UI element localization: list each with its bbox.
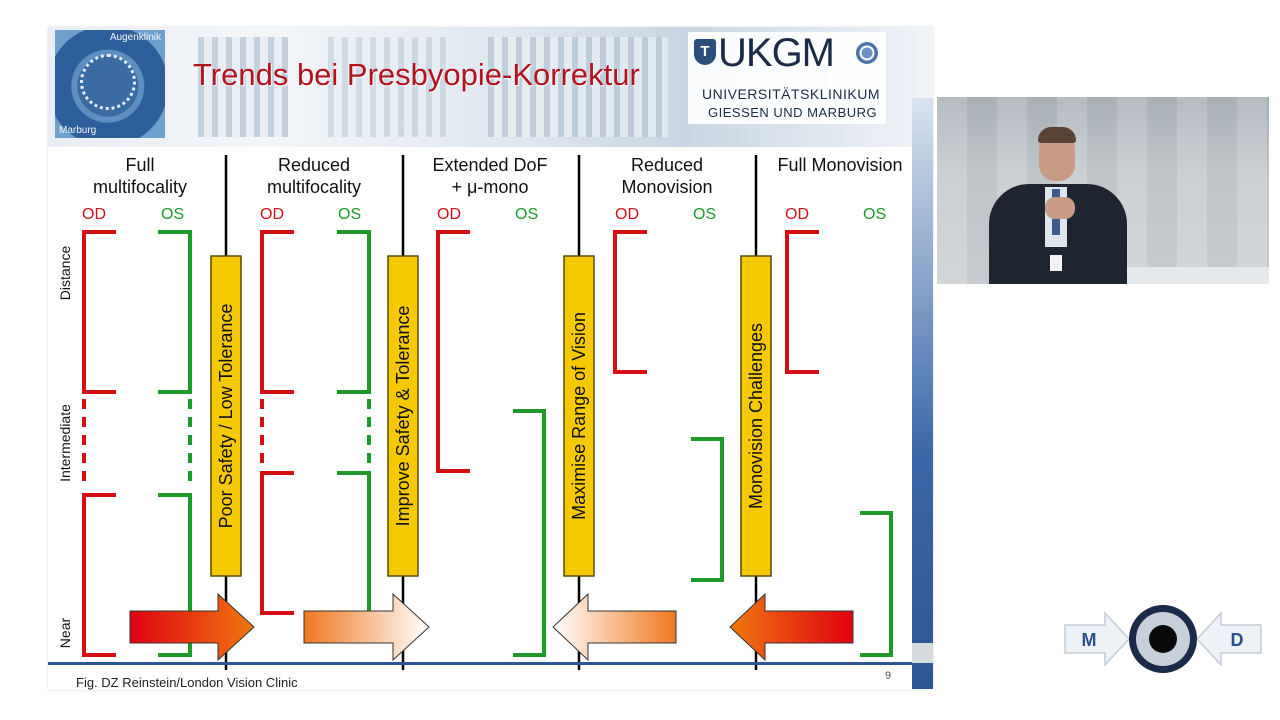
divider-box: [387, 255, 419, 577]
od-label: OD: [437, 206, 461, 223]
os-label: OS: [515, 206, 539, 223]
baseline: [48, 662, 912, 665]
os-label: OS: [161, 206, 185, 223]
divider-lines: [224, 155, 758, 670]
column-4-brackets: [613, 230, 724, 582]
ukgm-logo: T UKGM UNIVERSITÄTSKLINIKUM GIESSEN UND …: [688, 31, 886, 124]
arrow-left-icon: [729, 592, 854, 662]
shield-icon: T: [694, 39, 716, 65]
divider-box: [563, 255, 595, 577]
ukgm-name: UKGM: [718, 31, 835, 75]
od-label: OD: [82, 206, 106, 223]
column-1-brackets: [82, 230, 192, 657]
divider-label: Improve Safety & Tolerance: [393, 306, 413, 527]
name-badge: [1050, 255, 1062, 271]
presbyopia-diagram: Poor Safety / Low Tolerance Improve Safe…: [48, 155, 912, 670]
logo-left-bottom-text: Marburg: [59, 125, 97, 136]
column-5-brackets: [785, 230, 893, 657]
divider-label: Maximise Range of Vision: [569, 312, 589, 520]
arrow-right-icon: [129, 592, 255, 662]
slide-header: Augenklinik Marburg Trends bei Presbyopi…: [48, 27, 933, 147]
md-logo-m: M: [1082, 630, 1097, 650]
column-header: Extended DoF+ μ-mono: [432, 155, 548, 197]
divider-box: [210, 255, 242, 577]
column-3-brackets: [436, 230, 546, 657]
speaker-video: [937, 97, 1269, 284]
presentation-slide: Augenklinik Marburg Trends bei Presbyopi…: [48, 27, 933, 690]
seal-icon: [80, 54, 136, 110]
seal-icon: [856, 42, 878, 64]
building-photo: [488, 37, 668, 137]
ukgm-subtitle-2: GIESSEN UND MARBURG: [708, 105, 878, 120]
ukgm-subtitle-1: UNIVERSITÄTSKLINIKUM: [702, 86, 881, 102]
os-label: OS: [693, 206, 717, 223]
md-logo: M D: [1064, 605, 1262, 673]
divider-label: Poor Safety / Low Tolerance: [216, 304, 236, 529]
arrow-left-icon: [1195, 611, 1262, 667]
logo-left-top-text: Augenklinik: [109, 32, 161, 43]
column-header: Full Monovision: [777, 155, 903, 175]
arrow-left-icon: [552, 592, 677, 662]
building-photo: [198, 37, 288, 137]
od-label: OD: [260, 206, 284, 223]
arrow-right-icon: [1064, 611, 1131, 667]
os-label: OS: [863, 206, 887, 223]
arrow-right-icon: [303, 592, 430, 662]
slide-title: Trends bei Presbyopie-Korrektur: [193, 57, 640, 92]
augenklinik-logo: Augenklinik Marburg: [55, 30, 165, 138]
slide-footer: Fig. DZ Reinstein/London Vision Clinic: [76, 675, 298, 690]
page-number: 9: [885, 670, 892, 682]
md-logo-d: D: [1231, 630, 1244, 650]
os-label: OS: [338, 206, 362, 223]
slide-side-bar: [912, 98, 933, 689]
divider-label: Monovision Challenges: [746, 323, 766, 509]
divider-box: [740, 255, 772, 577]
building-photo: [328, 37, 448, 137]
column-2-brackets: [260, 230, 371, 615]
od-label: OD: [785, 206, 809, 223]
od-label: OD: [615, 206, 639, 223]
